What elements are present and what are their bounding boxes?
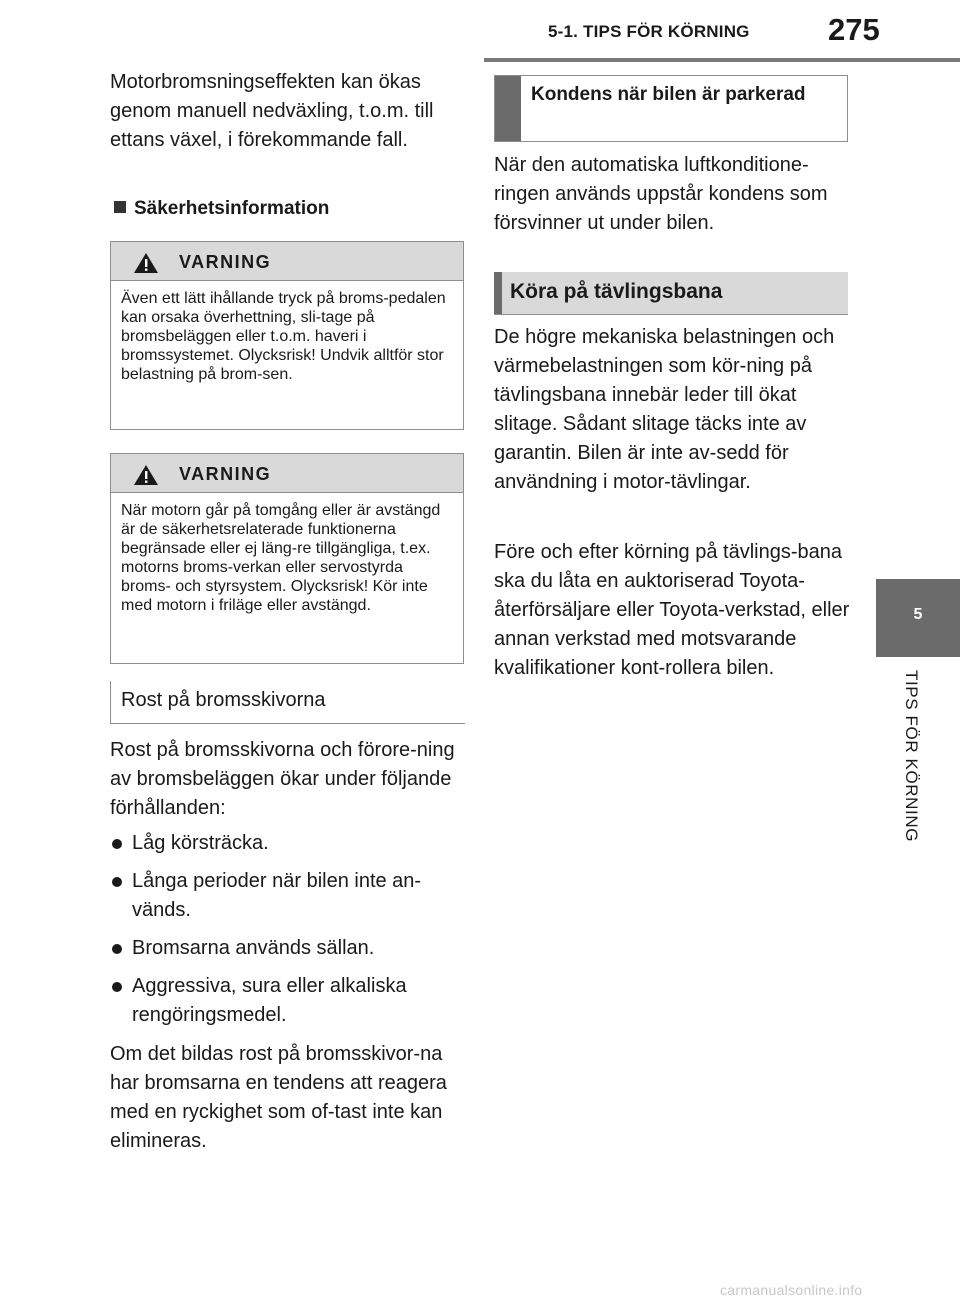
heading-accent-bar	[494, 272, 502, 314]
heading-accent-bar	[495, 76, 521, 141]
warning-box-header: VARNING	[111, 454, 463, 493]
condensation-paragraph: När den automatiska luftkonditione-ringe…	[494, 154, 828, 234]
warning-text: Även ett lätt ihållande tryck på broms-p…	[121, 290, 446, 383]
warning-text: När motorn går på tomgång eller är avstä…	[121, 502, 441, 614]
chapter-number: 5	[913, 606, 923, 623]
safety-heading: Säkerhetsinformation	[114, 198, 329, 220]
chapter-side-title: TIPS FÖR KÖRNING	[895, 670, 921, 900]
rust-heading-box: Rost på bromsskivorna	[110, 681, 465, 724]
racetrack-paragraph-2: Före och efter körning på tävlings-bana …	[494, 541, 850, 679]
list-item: Långa perioder när bilen inte an-vänds.	[110, 867, 470, 925]
header-rule	[484, 58, 960, 62]
warning-triangle-icon	[134, 465, 158, 485]
racetrack-heading-box: Köra på tävlingsbana	[494, 272, 848, 315]
rust-heading: Rost på bromsskivorna	[121, 689, 326, 711]
warning-label: VARNING	[179, 464, 272, 484]
chapter-tab	[876, 579, 960, 657]
square-bullet-icon	[114, 201, 126, 213]
intro-paragraph: Motorbromsningseffekten kan ökas genom m…	[110, 71, 434, 151]
list-item: Låg körsträcka.	[110, 829, 470, 858]
racetrack-heading: Köra på tävlingsbana	[510, 280, 723, 303]
page-number: 275	[828, 12, 880, 47]
safety-heading-text: Säkerhetsinformation	[134, 198, 330, 219]
rust-conditions-list: Låg körsträcka. Långa perioder när bilen…	[110, 829, 470, 1039]
chapter-side-title-text: TIPS FÖR KÖRNING	[902, 670, 921, 843]
warning-box-header: VARNING	[111, 242, 463, 281]
condensation-heading-box: Kondens när bilen är parkerad	[494, 75, 848, 142]
section-title: 5-1. TIPS FÖR KÖRNING	[548, 22, 750, 41]
warning-triangle-icon	[134, 253, 158, 273]
warning-box-brake-pressure: VARNING Även ett lätt ihållande tryck på…	[110, 241, 464, 430]
condensation-heading: Kondens när bilen är parkerad	[531, 84, 806, 105]
watermark: carmanualsonline.info	[720, 1282, 863, 1298]
warning-label: VARNING	[179, 252, 272, 272]
list-item: Bromsarna används sällan.	[110, 934, 470, 963]
racetrack-paragraph-1: De högre mekaniska belastningen och värm…	[494, 326, 835, 493]
warning-box-engine-off: VARNING När motorn går på tomgång eller …	[110, 453, 464, 664]
list-item: Aggressiva, sura eller alkaliska rengöri…	[110, 972, 470, 1030]
rust-paragraph: Rost på bromsskivorna och förore-ning av…	[110, 739, 455, 819]
rust-consequence-paragraph: Om det bildas rost på bromsskivor-na har…	[110, 1043, 447, 1152]
